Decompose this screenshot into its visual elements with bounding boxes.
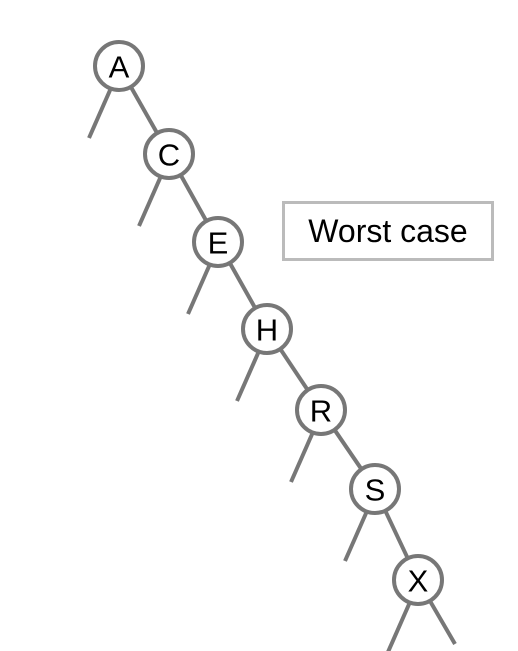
null-link-left-e [186, 263, 212, 315]
edge-e-h [228, 261, 257, 310]
edge-c-e [178, 173, 209, 223]
edge-h-r [278, 347, 310, 392]
null-link-left-x [386, 601, 412, 651]
node-circle-a [93, 40, 145, 92]
node-s: S [349, 463, 401, 515]
node-circle-e [192, 216, 244, 268]
null-link-left-h [235, 350, 261, 402]
node-circle-x [392, 554, 444, 606]
edge-s-x [383, 509, 410, 560]
node-c: C [143, 128, 195, 180]
node-label-s: S [365, 473, 386, 508]
null-link-left-s [343, 510, 369, 562]
null-link-right-x [428, 599, 457, 646]
caption-box: Worst case [282, 201, 494, 261]
tree-nodes: A C E H R S X [93, 40, 444, 606]
node-label-c: C [158, 138, 180, 173]
node-h: H [241, 303, 293, 355]
node-r: R [295, 384, 347, 436]
node-label-e: E [208, 226, 229, 261]
edge-a-c [129, 85, 159, 135]
node-a: A [93, 40, 145, 92]
null-link-left-r [289, 431, 315, 483]
node-label-h: H [256, 313, 278, 348]
node-label-a: A [109, 50, 130, 85]
caption-label: Worst case [308, 212, 468, 249]
node-circle-c [143, 128, 195, 180]
tree-edges [87, 85, 457, 651]
node-circle-r [295, 384, 347, 436]
node-label-x: X [408, 564, 429, 599]
node-circle-h [241, 303, 293, 355]
node-e: E [192, 216, 244, 268]
node-circle-s [349, 463, 401, 515]
null-link-left-a [87, 87, 113, 139]
node-label-r: R [310, 394, 332, 429]
null-link-left-c [137, 175, 163, 227]
edge-r-s [332, 428, 364, 471]
node-x: X [392, 554, 444, 606]
